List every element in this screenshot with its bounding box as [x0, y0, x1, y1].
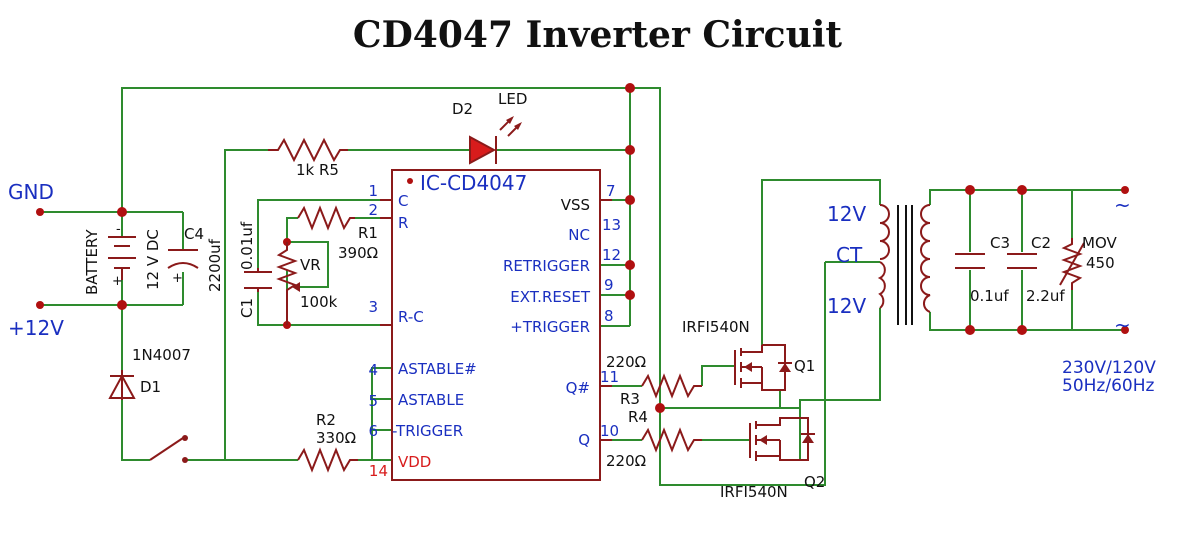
ac-out-top-tilde: ~: [1114, 193, 1131, 217]
ic-pin-stubs: [380, 199, 612, 441]
pin-num: 6: [368, 422, 378, 440]
pin-num: 13: [602, 216, 621, 234]
battery-symbol: - +: [108, 222, 136, 289]
vr-label: VR: [300, 256, 321, 274]
vdc-label: 12 V DC: [144, 229, 162, 290]
mov-value: 450: [1086, 254, 1115, 272]
pin-name: +TRIGGER: [510, 318, 590, 336]
mosfet-q1: [734, 344, 792, 391]
pin-name: RETRIGGER: [503, 257, 590, 275]
d2-label: D2: [452, 100, 473, 118]
d1-label: D1: [140, 378, 161, 396]
pin-num: 12: [602, 246, 621, 264]
output-frequency-label: 50Hz/60Hz: [1062, 376, 1154, 396]
r4-value: 220Ω: [606, 452, 646, 470]
ic-cd4047: [391, 169, 601, 481]
mosfet-q2: [749, 417, 815, 461]
d1-value: 1N4007: [132, 346, 191, 364]
resistor-r3: [641, 373, 702, 399]
pin-name: Q#: [566, 379, 590, 397]
switch: [149, 435, 188, 463]
capacitor-c1: [244, 268, 272, 292]
junction-dots: [36, 83, 1129, 413]
pin-num: 3: [368, 298, 378, 316]
q1-label: Q1: [794, 357, 815, 375]
primary-bottom-label: 12V: [827, 294, 866, 318]
component-labels: GND +12V BATTERY 12 V DC C4 2200uf D2 LE…: [8, 90, 1156, 501]
capacitor-c4: +: [167, 249, 199, 286]
pin-num: 1: [368, 182, 378, 200]
diagram-title: CD4047 Inverter Circuit: [352, 14, 843, 56]
capacitor-c2: [1007, 253, 1037, 269]
pin-name: EXT.RESET: [510, 288, 591, 306]
r1-value: 390Ω: [338, 244, 378, 262]
pin-num: 10: [600, 422, 619, 440]
pin-name: Q: [578, 431, 590, 449]
q1-type: IRFI540N: [682, 318, 750, 336]
resistor-r5: [268, 137, 348, 163]
pin-name: R-C: [398, 308, 424, 326]
pin-name: ASTABLE#: [398, 360, 477, 378]
potentiometer-vr: [276, 242, 300, 325]
q2-type: IRFI540N: [720, 483, 788, 501]
resistor-r1: [297, 205, 355, 231]
c3-value: 0.1uf: [970, 287, 1009, 305]
pin-num: 9: [604, 276, 614, 294]
r3-label: R3: [620, 390, 640, 408]
gnd-label: GND: [8, 180, 54, 204]
varistor-mov: [1059, 238, 1085, 290]
pin-name: NC: [568, 226, 590, 244]
svg-text:+: +: [172, 271, 183, 286]
resistor-r4: [641, 427, 702, 453]
led-label: LED: [498, 90, 527, 108]
battery-label: BATTERY: [83, 229, 101, 295]
mov-label: MOV: [1082, 234, 1117, 252]
c4-label: C4: [184, 225, 204, 243]
r2-label: R2: [316, 411, 336, 429]
wires: [40, 87, 1125, 486]
r4-label: R4: [628, 408, 648, 426]
pin-num: 5: [368, 392, 378, 410]
c4-value: 2200uf: [206, 238, 224, 292]
pin-name: VDD: [398, 453, 431, 471]
pin-num: 4: [368, 361, 378, 379]
pin-name: C: [398, 192, 408, 210]
c2-label: C2: [1031, 234, 1051, 252]
vr-value: 100k: [300, 293, 338, 311]
c3-label: C3: [990, 234, 1010, 252]
pin-name: -TRIGGER: [392, 422, 463, 440]
c1-label: C1: [238, 298, 256, 318]
pin-num: 7: [606, 182, 616, 200]
q2-label: Q2: [804, 473, 825, 491]
pin-num: 14: [369, 462, 388, 480]
ic-right-pins: 7 VSS 13 NC 12 RETRIGGER 9 EXT.RESET 8 +…: [503, 182, 621, 449]
output-voltage-label: 230V/120V: [1062, 358, 1156, 378]
pin-num: 8: [604, 307, 614, 325]
diode-d1: [108, 370, 136, 400]
pin-name: ASTABLE: [398, 391, 464, 409]
primary-top-label: 12V: [827, 202, 866, 226]
capacitor-c3: [955, 253, 985, 269]
ic-left-pins: 1 C 2 R 3 R-C 4 ASTABLE# 5 ASTABLE 6 -TR…: [368, 182, 476, 480]
r3-value: 220Ω: [606, 353, 646, 371]
transformer: [877, 204, 931, 325]
resistor-r2: [297, 447, 358, 473]
pin-num: 11: [600, 368, 619, 386]
pin-name: R: [398, 214, 408, 232]
ac-out-bottom-tilde: ~: [1114, 313, 1131, 337]
r2-value: 330Ω: [316, 429, 356, 447]
ic-label: IC-CD4047: [420, 171, 527, 195]
svg-text:+: +: [112, 274, 123, 289]
pin-name: VSS: [561, 196, 590, 214]
plus12v-label: +12V: [8, 316, 64, 340]
pin-num: 2: [368, 201, 378, 219]
c2-value: 2.2uf: [1026, 287, 1065, 305]
c1-value: 0.01uf: [238, 221, 256, 270]
r5-label: 1k R5: [296, 161, 339, 179]
svg-text:-: -: [116, 222, 121, 237]
r1-label: R1: [358, 224, 378, 242]
led-d2: [469, 116, 522, 165]
ct-label: CT: [836, 243, 863, 267]
